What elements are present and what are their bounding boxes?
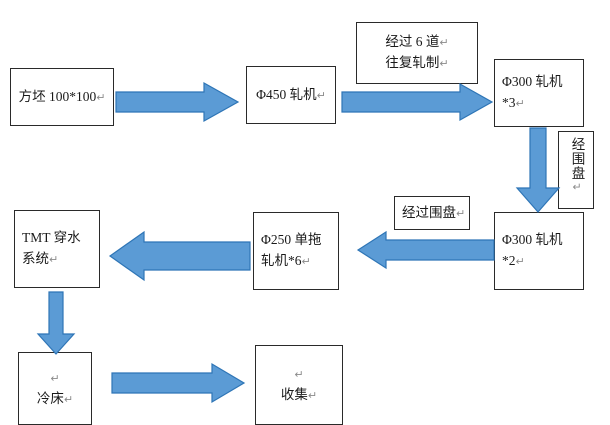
arrow-mill300x3-to-mill300x2 [515, 127, 561, 213]
collection-line-1: ↵ [294, 368, 304, 382]
mill-300-x2-line-1: Φ300 轧机 [502, 232, 563, 248]
billet-box[interactable]: 方坯 100*100↵ [10, 68, 114, 126]
arrow-tmt-to-cooling-bed [36, 291, 76, 355]
tmt-line-1: TMT 穿水 [22, 230, 81, 246]
six-pass-line-1: 经过 6 道↵ [385, 34, 449, 50]
six-pass-note-box[interactable]: 经过 6 道↵ 往复轧制↵ [356, 22, 478, 84]
mill-250-line-1: Φ250 单拖 [261, 232, 322, 248]
arrow-mill300x2-to-mill250 [356, 230, 495, 270]
mill-300-x3-line-1: Φ300 轧机 [502, 74, 563, 90]
through-loop-coil-note-box[interactable]: 经过围盘↵ [394, 196, 470, 230]
mill-300-x2-box[interactable]: Φ300 轧机 *2↵ [494, 212, 584, 290]
cooling-bed-box[interactable]: ↵ 冷床↵ [18, 352, 92, 425]
six-pass-line-2: 往复轧制↵ [385, 55, 449, 70]
loop-coil-vertical-note-box[interactable]: 经围盘↵ [558, 131, 594, 209]
cooling-bed-line-1: ↵ [50, 371, 60, 385]
mill-300-x3-box[interactable]: Φ300 轧机 *3↵ [494, 59, 584, 127]
tmt-line-2: 系统↵ [22, 251, 59, 266]
loop-coil-vertical-text: 经围盘↵ [569, 137, 585, 195]
collection-line-2: 收集↵ [280, 387, 318, 402]
mill-250-single-drag-box[interactable]: Φ250 单拖 轧机*6↵ [253, 212, 339, 290]
mill-450-box[interactable]: Φ450 轧机↵ [246, 66, 336, 124]
arrow-mill450-to-mill300x3 [341, 82, 494, 122]
arrow-mill250-to-tmt [108, 230, 251, 282]
mill-250-line-2: 轧机*6↵ [261, 253, 311, 268]
through-loop-coil-text: 经过围盘↵ [402, 204, 466, 220]
mill-300-x3-line-2: *3↵ [502, 95, 525, 110]
mill-450-line-1: Φ450 轧机↵ [256, 86, 326, 102]
collection-box[interactable]: ↵ 收集↵ [255, 345, 343, 425]
mill-300-x2-line-2: *2↵ [502, 253, 525, 268]
tmt-water-cooling-box[interactable]: TMT 穿水 系统↵ [14, 210, 100, 288]
cooling-bed-line-2: 冷床↵ [36, 390, 74, 406]
arrow-cooling-bed-to-collection [111, 362, 246, 404]
arrow-billet-to-mill450 [115, 81, 240, 123]
billet-line-1: 方坯 100*100↵ [18, 88, 106, 104]
